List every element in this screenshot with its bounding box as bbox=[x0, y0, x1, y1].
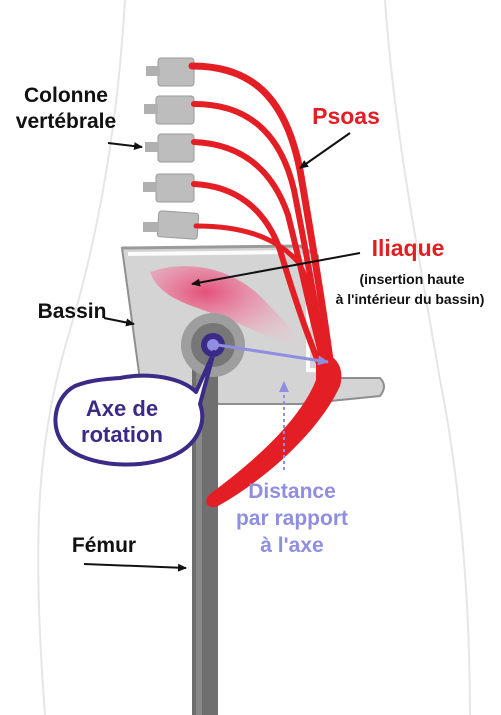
psoas-label: Psoas bbox=[312, 103, 380, 129]
iliaque-note-line2: à l'intérieur du bassin) bbox=[336, 291, 485, 307]
vertebra bbox=[143, 174, 194, 202]
vertebrae bbox=[143, 58, 199, 239]
iliaque-label: Iliaque bbox=[372, 235, 445, 261]
axis-label-line2: rotation bbox=[81, 422, 163, 447]
bassin-label: Bassin bbox=[38, 300, 107, 323]
distance-label-line3: à l'axe bbox=[260, 534, 323, 557]
vertebra bbox=[145, 134, 194, 162]
vertebra bbox=[143, 211, 199, 240]
iliaque-note-line1: (insertion haute bbox=[359, 271, 464, 287]
axis-label-line1: Axe de bbox=[86, 396, 158, 421]
colonne-label-line2: vertébrale bbox=[16, 110, 116, 133]
rotation-axis-icon bbox=[181, 313, 245, 377]
distance-label-line2: par rapport bbox=[236, 507, 348, 530]
femur-label: Fémur bbox=[72, 534, 136, 557]
vertebra bbox=[144, 96, 194, 124]
colonne-label-line1: Colonne bbox=[24, 84, 108, 107]
distance-label-line1: Distance bbox=[248, 480, 336, 503]
vertebra bbox=[146, 58, 194, 86]
